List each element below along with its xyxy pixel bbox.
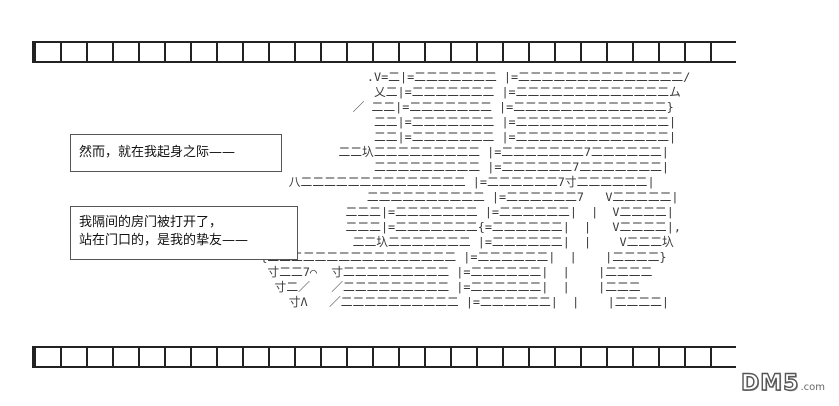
narration-box-second: 我隔间的房门被打开了， 站在门口的，是我的挚友—— <box>70 206 298 260</box>
narration-box-first: 然而，就在我起身之际—— <box>70 134 282 172</box>
watermark-suffix: .com <box>800 382 825 393</box>
film-strip-bottom <box>32 346 736 368</box>
narration-text-second-line2: 站在门口的，是我的挚友—— <box>79 233 249 248</box>
film-strip-top <box>32 41 736 63</box>
ascii-art-figure: .V=二|=二二二二二二二 |=二二二二二二二二二二二二二二/ 乂二|=二二二二… <box>260 70 691 309</box>
narration-text-first: 然而，就在我起身之际—— <box>79 145 236 160</box>
narration-text-second-line1: 我隔间的房门被打开了， <box>79 215 223 230</box>
watermark-brand: DM5 <box>740 370 800 396</box>
dm5-watermark-logo: DM5 .com <box>740 370 825 396</box>
